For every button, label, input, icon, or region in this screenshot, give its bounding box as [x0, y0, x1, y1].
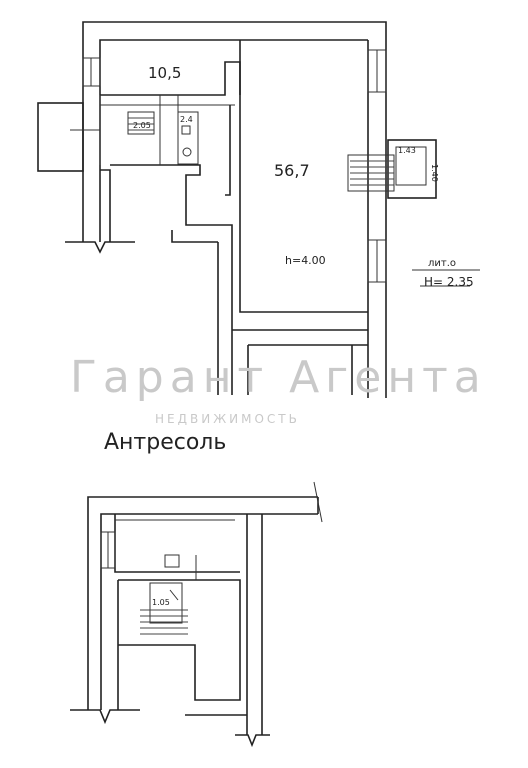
- porch-width-label: 1.43: [398, 146, 416, 155]
- room-main-height-label: h=4.00: [285, 254, 326, 267]
- porch-depth-label: 1.40: [430, 164, 439, 182]
- lit-label: лит.о: [428, 258, 456, 269]
- stair-left-dim-label: 2.05: [133, 121, 151, 130]
- section-title: Антресоль: [104, 430, 226, 455]
- h-label: H= 2.35: [424, 275, 474, 289]
- upper-floor-plan: [37, 21, 480, 398]
- stair-right-dim-label: 2.4: [180, 115, 193, 124]
- watermark-sub: НЕДВИЖИМОСТЬ: [155, 412, 300, 426]
- room-main-area-label: 56,7: [274, 161, 310, 180]
- room-small-area-label: 10,5: [148, 64, 181, 82]
- watermark-brand: Гарант Агента: [70, 352, 487, 403]
- lower-stair-dim-label: 1.05: [152, 598, 170, 607]
- lower-floor-plan: [70, 481, 323, 748]
